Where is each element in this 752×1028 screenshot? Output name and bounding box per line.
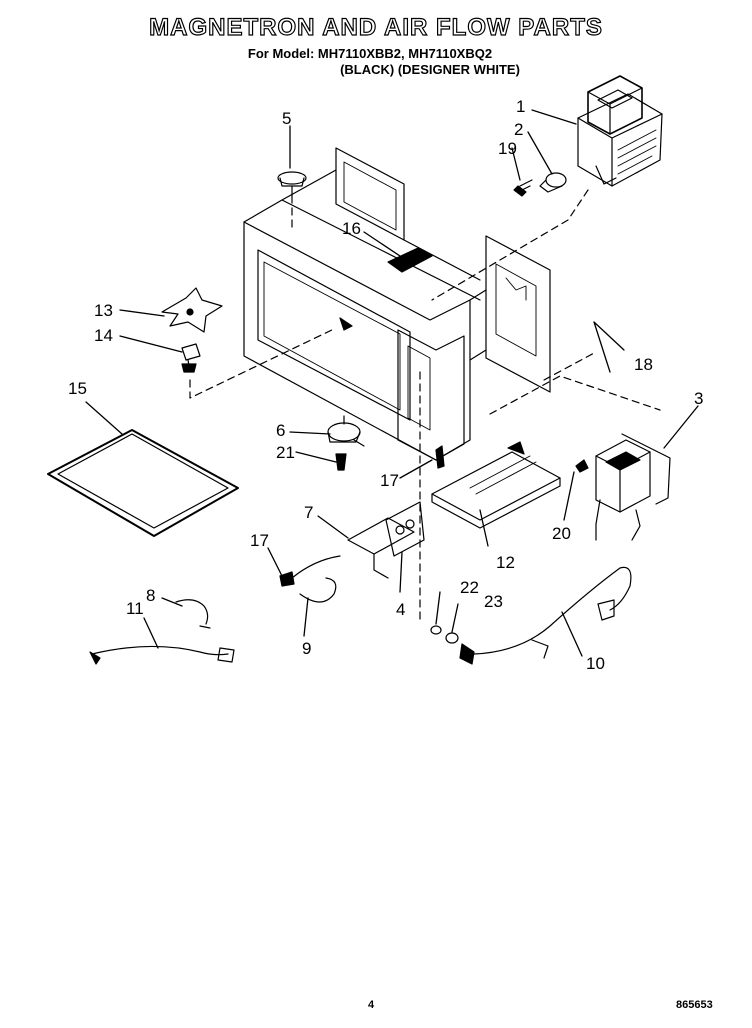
document-number: 865653 — [676, 999, 713, 1011]
callout-11: 11 — [126, 599, 144, 618]
color-line: (BLACK) (DESIGNER WHITE) — [340, 62, 520, 77]
callout-7: 7 — [304, 503, 313, 522]
transformer-part — [575, 433, 671, 541]
capacitor-part — [347, 501, 425, 579]
page-number: 4 — [368, 999, 375, 1011]
callout-22: 22 — [460, 578, 479, 597]
callout-16: 16 — [342, 219, 361, 238]
callout-9: 9 — [302, 639, 311, 658]
leader-lines — [85, 109, 699, 657]
callout-3: 3 — [694, 389, 703, 408]
model-line: For Model: MH7110XBB2, MH7110XBQ2 — [247, 46, 493, 61]
callout-21: 21 — [276, 443, 295, 462]
callout-12: 12 — [496, 553, 515, 572]
stirrer-fan-part — [161, 287, 223, 373]
callout-17-lower: 17 — [250, 531, 269, 550]
wire-harness-long-part — [430, 566, 632, 665]
callout-6: 6 — [276, 421, 285, 440]
fan-motor-top-part — [277, 171, 307, 197]
mounting-bracket-part — [431, 441, 561, 529]
callout-labels: 1 2 19 5 16 13 14 18 15 3 6 21 17 7 12 1… — [68, 97, 703, 673]
magnetron-part — [577, 75, 663, 187]
callout-2: 2 — [514, 120, 523, 139]
callout-19: 19 — [498, 139, 517, 158]
callout-14: 14 — [94, 326, 113, 345]
callout-4: 4 — [396, 600, 405, 619]
callout-18: 18 — [634, 355, 653, 374]
callout-17-upper: 17 — [380, 471, 399, 490]
callout-10: 10 — [586, 654, 605, 673]
assembly-lines — [189, 189, 661, 621]
callout-15: 15 — [68, 379, 87, 398]
page-title: MAGNETRON AND AIR FLOW PARTS — [149, 13, 603, 41]
callout-23: 23 — [484, 592, 503, 611]
glass-tray-part — [47, 429, 239, 537]
wire-harness-small-part — [89, 599, 235, 665]
callout-20: 20 — [552, 524, 571, 543]
callout-5: 5 — [282, 109, 291, 128]
callout-1: 1 — [516, 97, 525, 116]
cavity-duct-assembly — [243, 147, 551, 461]
drive-motor-part — [327, 415, 365, 471]
callout-13: 13 — [94, 301, 113, 320]
thermostat-part — [513, 172, 567, 197]
callout-8: 8 — [146, 586, 155, 605]
screw-and-wire-part — [279, 445, 445, 603]
